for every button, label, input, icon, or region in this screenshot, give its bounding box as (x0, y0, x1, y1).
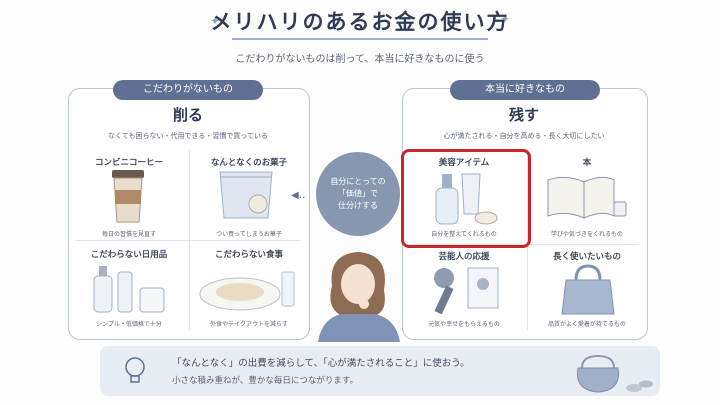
footer-sub-text: 小さな積み重ねが、豊かな毎日につながります。 (172, 376, 358, 386)
bubble-line: 自分にとっての (330, 177, 386, 186)
page-subtitle: こだわりがないものは削って、本当に好きなものに使う (235, 54, 485, 65)
lightbulb-icon (125, 357, 145, 383)
coin-purse-icon (576, 354, 653, 393)
sparkle-icon: ✦ (500, 12, 511, 26)
item-title: こだわらない食事 (214, 250, 283, 260)
title-underline (232, 38, 488, 40)
handbag-icon (561, 264, 615, 315)
item-title: なんとなくのお菓子 (210, 158, 288, 168)
sparkle-icon: ✦ (210, 14, 221, 28)
bubble-line: 「価値」で (338, 189, 378, 198)
bubble-line: 仕分けする (338, 201, 378, 210)
thinking-woman-illustration (318, 252, 400, 342)
item-caption: シンプル・低価格で十分 (96, 321, 162, 328)
arrow-left-icon: ◀‥ (291, 190, 306, 201)
household-goods-icon (93, 266, 165, 313)
keep-description: 心が満たされる・自分を高める・長く大切にしたい (443, 132, 605, 140)
item-title: 本 (582, 158, 592, 168)
footer-message-box: 「なんとなく」の出費を減らして、「心が満たされること」に使おう。 小さな積み重ね… (100, 346, 660, 396)
item-title: コンビニコーヒー (94, 158, 163, 168)
item-caption: 外食やテイクアウトを減らす (210, 321, 288, 328)
open-book-icon (547, 176, 627, 219)
item-caption: 品質がよく愛着が持てるもの (548, 321, 626, 328)
highlight-box (401, 149, 531, 248)
beauty-items-icon (435, 173, 498, 225)
cut-tag: こだわりがないもの (113, 80, 263, 100)
item-caption: 元気や幸せをもらえるもの (428, 321, 500, 328)
item-caption: 自分を整えてくれるもの (431, 231, 497, 238)
cut-heading: 削る (172, 106, 203, 124)
item-title: 芸能人の応援 (438, 252, 490, 262)
item-title: 美容アイテム (438, 158, 490, 168)
item-title: 長く使いたいもの (552, 252, 621, 262)
footer-main-text: 「なんとなく」の出費を減らして、「心が満たされること」に使おう。 (172, 358, 470, 369)
sort-by-value-bubble: 自分にとっての 「価値」で 仕分けする (316, 152, 400, 236)
item-caption: 学びや気づきをくれるもの (550, 231, 623, 238)
fan-support-icon (434, 267, 499, 315)
item-title: こだわらない日用品 (90, 250, 168, 260)
keep-heading: 残す (508, 106, 539, 124)
item-caption: 毎日の習慣を見直す (101, 231, 156, 238)
keep-tag: 本当に好きなもの (450, 80, 600, 100)
item-caption: つい買ってしまうお菓子 (216, 231, 282, 238)
coffee-cup-icon (112, 170, 144, 223)
snack-bag-icon (219, 171, 273, 219)
page-title: メリハリのあるお金の使い方 (210, 10, 510, 34)
cut-description: なくても困らない・代用できる・習慣で買っている (108, 132, 268, 140)
divider (76, 240, 300, 241)
pasta-plate-icon (199, 271, 295, 311)
